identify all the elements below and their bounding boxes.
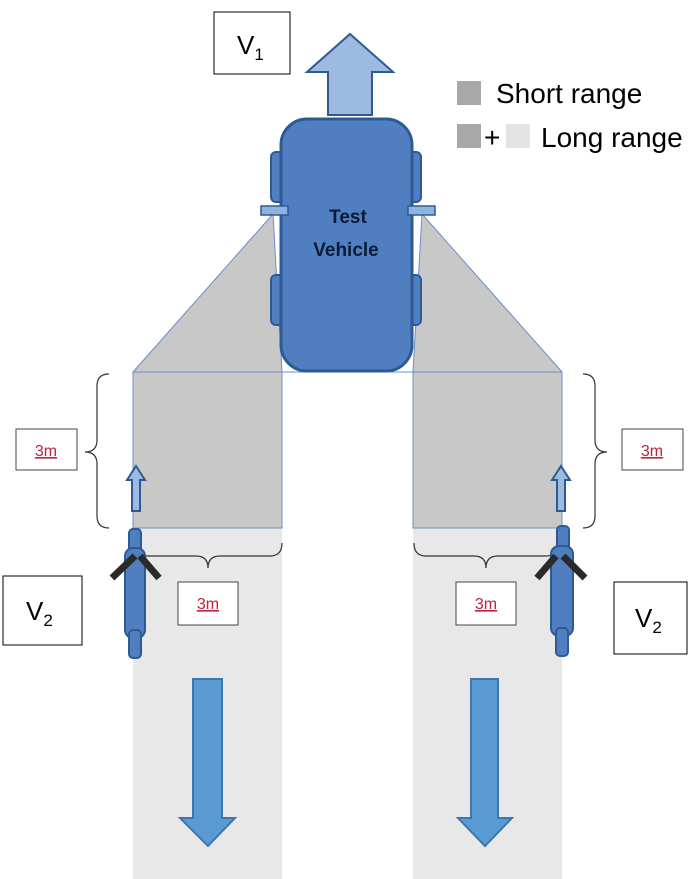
legend-plus-sign: + xyxy=(484,122,500,153)
right-horizontal-measure: 3m xyxy=(475,596,497,613)
legend-long-range-swatch-dark xyxy=(457,124,481,148)
motorcycle-handlebar-right xyxy=(560,553,588,581)
legend-long-range-swatch-light xyxy=(506,124,530,148)
v2-left-label-box xyxy=(2,575,83,646)
vehicle-label-line1: Test xyxy=(329,207,367,228)
legend-short-range-swatch xyxy=(457,81,481,105)
left-vertical-measure-box xyxy=(15,428,78,471)
motorcycle-handlebar-left xyxy=(109,553,138,581)
v2-left-down-arrow xyxy=(177,678,238,848)
left-sensor xyxy=(260,205,289,216)
short-range-zone-right xyxy=(412,212,563,529)
motorcycle-rear-wheel xyxy=(555,627,569,657)
right-vertical-measure-box xyxy=(621,428,684,471)
v2-left-small-up-arrow xyxy=(125,464,147,512)
legend-long-range-label: Long range xyxy=(541,122,683,153)
left-vertical-measure: 3m xyxy=(35,443,57,460)
motorcycle-handlebar-left xyxy=(534,553,559,581)
legend-short-range-label: Short range xyxy=(496,78,642,109)
v2-left-label: V2 xyxy=(26,596,53,630)
v2-right-label: V2 xyxy=(635,603,662,637)
short-range-zone-left xyxy=(132,212,283,529)
test-vehicle: Test Vehicle xyxy=(260,117,436,373)
motorcycle-rear-wheel xyxy=(128,629,142,659)
left-horizontal-measure-box xyxy=(177,581,239,626)
vehicle-body xyxy=(279,117,414,373)
right-vertical-brace xyxy=(582,373,608,529)
vehicle-label-line2: Vehicle xyxy=(313,240,379,261)
v2-right-down-arrow xyxy=(455,678,515,848)
v2-right-motorcycle xyxy=(534,525,588,657)
v1-label: V1 xyxy=(237,30,264,64)
motorcycle-handlebar-right xyxy=(137,553,162,581)
v2-right-label-box xyxy=(613,581,688,655)
v1-direction-arrow xyxy=(304,32,396,116)
right-horizontal-measure-box xyxy=(455,581,517,626)
v2-left-motorcycle xyxy=(109,528,162,659)
left-horizontal-measure: 3m xyxy=(197,596,219,613)
left-vertical-brace xyxy=(84,373,110,529)
right-vertical-measure: 3m xyxy=(641,443,663,460)
v2-right-small-up-arrow xyxy=(550,464,572,512)
right-sensor xyxy=(407,205,436,216)
v1-label-box xyxy=(213,11,291,75)
